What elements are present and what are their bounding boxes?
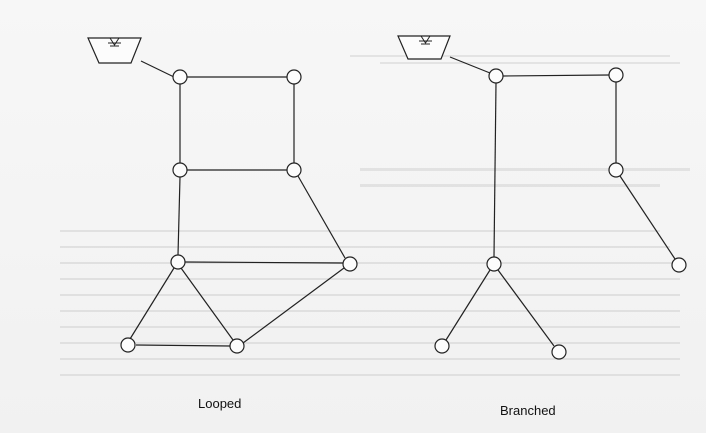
looped-pipe-5-7: [129, 267, 175, 340]
branched-pipe-reservoir: [449, 56, 491, 74]
looped-pipe-5-6: [184, 261, 344, 264]
branched-node: [671, 257, 687, 273]
branched-node: [608, 162, 624, 178]
branched-pipe-c-f: [445, 269, 491, 341]
looped-node: [286, 69, 302, 85]
looped-pipe-5-8: [180, 267, 234, 341]
branched-reservoir: [397, 35, 451, 60]
branched-node: [486, 256, 502, 272]
looped-network: [87, 37, 358, 354]
branched-pipe-a-b: [502, 74, 610, 77]
looped-pipe-7-8: [135, 344, 231, 347]
branched-node: [488, 68, 504, 84]
branched-node: [551, 344, 567, 360]
looped-node: [342, 256, 358, 272]
looped-pipe-4-6: [297, 175, 346, 259]
looped-node: [120, 337, 136, 353]
looped-pipe-3-5: [177, 176, 181, 256]
looped-node: [172, 162, 188, 178]
branched-node: [608, 67, 624, 83]
branched-label: Branched: [500, 403, 556, 418]
branched-pipe-a-c: [493, 82, 497, 258]
branched-network: [397, 35, 687, 360]
branched-pipe-d-e: [619, 175, 676, 260]
looped-label: Looped: [198, 396, 242, 411]
looped-pipe-8-6: [242, 267, 345, 344]
branched-pipe-c-g: [497, 269, 555, 347]
looped-node: [172, 69, 188, 85]
looped-node: [286, 162, 302, 178]
branched-node: [434, 338, 450, 354]
looped-node: [170, 254, 186, 270]
looped-reservoir: [87, 37, 142, 64]
looped-pipe-reservoir: [140, 60, 175, 78]
looped-node: [229, 338, 245, 354]
